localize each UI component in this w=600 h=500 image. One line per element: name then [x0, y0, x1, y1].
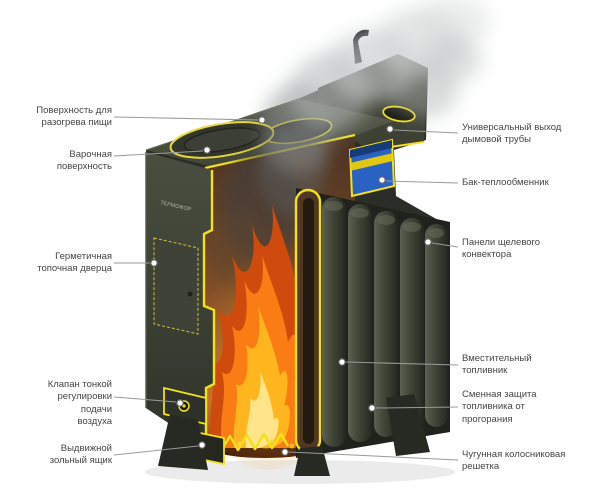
label-heat-exchanger-tank: Бак-теплообменник	[462, 177, 549, 188]
label-sealed-firebox-door: Герметичная топочная дверца	[37, 251, 112, 275]
door-handle	[187, 291, 193, 297]
smoke-plume	[262, 0, 490, 174]
convector-panels	[294, 188, 450, 458]
heat-exchanger-tank	[348, 138, 396, 198]
cut-rib	[294, 188, 322, 454]
label-convector-panels: Панели щелевого конвектора	[462, 237, 541, 261]
label-food-heating-surface: Поверхность для разогрева пищи	[36, 105, 112, 129]
stove-legs	[158, 394, 430, 476]
label-chimney-outlet: Универсальный выход дымовой трубы	[462, 122, 562, 146]
label-cooking-surface: Варочная поверхность	[56, 149, 112, 173]
label-cast-iron-grate: Чугунная колосниковая решетка	[462, 449, 566, 473]
callout-dots	[150, 116, 432, 456]
firebox-door	[153, 237, 199, 335]
cooking-ring	[169, 121, 275, 159]
label-firebox-protection: Сменная защита топливника от прогорания	[462, 389, 537, 425]
label-air-supply-valve: Клапан тонкой регулировки подачи воздуха	[47, 379, 112, 428]
label-ash-drawer: Выдвижной зольный ящик	[49, 443, 112, 467]
leader-lines	[113, 116, 459, 461]
label-firebox-capacity: Вместительный топливник	[462, 353, 532, 377]
